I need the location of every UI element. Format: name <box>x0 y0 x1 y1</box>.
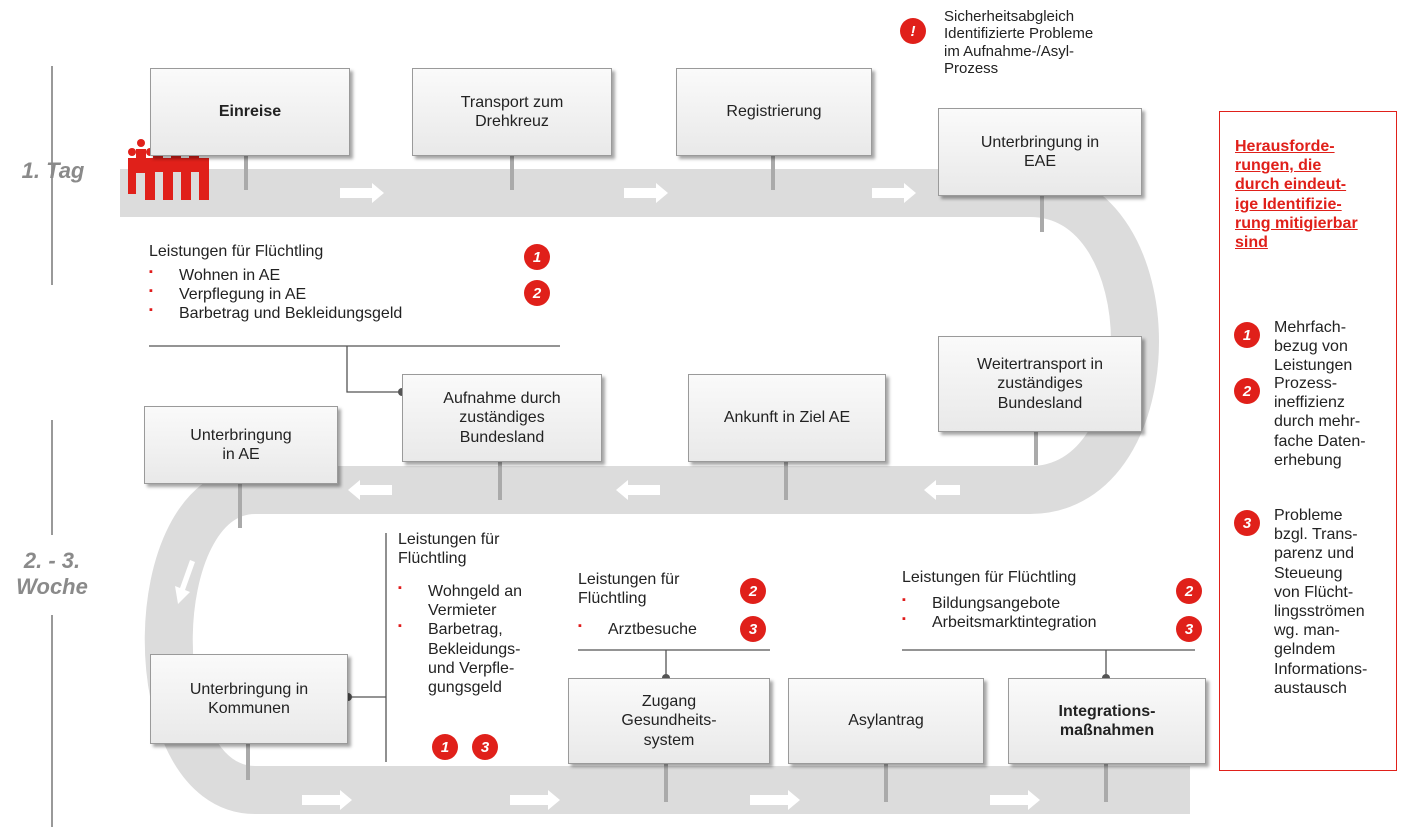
step-registrierung: Registrierung <box>676 68 872 156</box>
list-item: Wohngeld an Vermieter <box>398 582 522 620</box>
legend-item-3: Probleme bzgl. Trans- parenz und Steueun… <box>1274 507 1368 697</box>
road-arrow-left <box>924 480 960 500</box>
leistungen-integration-heading: Leistungen für Flüchtling <box>902 569 1077 586</box>
legend-item-2: Prozess- ineffizienz durch mehr- fache D… <box>1274 375 1366 469</box>
step-integration: Integrations- maßnahmen <box>1008 678 1206 764</box>
problem-1-icon: 1 <box>1234 322 1260 348</box>
leistungen-kommunen-list: Wohngeld an Vermieter Barbetrag, Bekleid… <box>398 582 522 697</box>
step-transport: Transport zum Drehkreuz <box>412 68 612 156</box>
legend-heading: Herausforde- rungen, die durch eindeut- … <box>1235 138 1358 251</box>
problem-3-icon: 3 <box>472 734 498 760</box>
step-unterbringung-eae: Unterbringung in EAE <box>938 108 1142 196</box>
day-label-first: 1. Tag <box>21 158 85 183</box>
problem-1-icon: 1 <box>524 244 550 270</box>
legend-box <box>1219 111 1397 771</box>
list-item: Barbetrag und Bekleidungsgeld <box>149 304 402 323</box>
sign-posts <box>238 155 1108 802</box>
road-arrow-right <box>990 790 1040 810</box>
leistungen-ae-heading: Leistungen für Flüchtling <box>149 243 324 260</box>
road-arrow-right <box>872 183 916 203</box>
list-item: Arbeitsmarktintegration <box>902 613 1097 632</box>
road-arrow-right <box>750 790 800 810</box>
security-warning-icon: ! <box>900 18 926 44</box>
road-arrow-diagonal <box>1063 255 1100 296</box>
road-arrow-right <box>340 183 384 203</box>
security-note: Sicherheitsabgleich Identifizierte Probl… <box>944 8 1094 77</box>
problem-2-icon: 2 <box>1234 378 1260 404</box>
problem-3-icon: 3 <box>740 616 766 642</box>
leistungen-gesundheit-heading: Leistungen für Flüchtling <box>578 571 680 608</box>
step-ankunft: Ankunft in Ziel AE <box>688 374 886 462</box>
road-arrow-diagonal <box>175 560 195 604</box>
problem-2-icon: 2 <box>1176 578 1202 604</box>
step-aufnahme: Aufnahme durch zuständiges Bundesland <box>402 374 602 462</box>
road-arrow-right <box>624 183 668 203</box>
problem-1-icon: 1 <box>432 734 458 760</box>
list-item: Bildungsangebote <box>902 594 1097 613</box>
step-asylantrag: Asylantrag <box>788 678 984 764</box>
step-unterbringung-kommunen: Unterbringung in Kommunen <box>150 654 348 744</box>
day-label-weeks: 2. - 3. Woche <box>16 548 88 600</box>
road-arrow-left <box>348 480 392 500</box>
step-einreise: Einreise <box>150 68 350 156</box>
list-item: Arztbesuche <box>578 620 697 639</box>
leistungen-kommunen-heading: Leistungen für Flüchtling <box>398 531 500 568</box>
connectors <box>149 345 1195 762</box>
step-unterbringung-ae: Unterbringung in AE <box>144 406 338 484</box>
list-item: Verpflegung in AE <box>149 285 402 304</box>
legend-item-1: Mehrfach- bezug von Leistungen <box>1274 319 1353 375</box>
road-arrow-left <box>616 480 660 500</box>
step-weitertransport: Weitertransport in zuständiges Bundeslan… <box>938 336 1142 432</box>
leistungen-ae-list: Wohnen in AE Verpflegung in AE Barbetrag… <box>149 266 402 324</box>
problem-3-icon: 3 <box>1234 510 1260 536</box>
problem-2-icon: 2 <box>740 578 766 604</box>
leistungen-gesundheit-list: Arztbesuche <box>578 620 697 639</box>
step-zugang-gesundheit: Zugang Gesundheits- system <box>568 678 770 764</box>
road-arrow-right <box>510 790 560 810</box>
list-item: Wohnen in AE <box>149 266 402 285</box>
list-item: Barbetrag, Bekleidungs- und Verpfle- gun… <box>398 620 522 697</box>
road-arrow-right <box>302 790 352 810</box>
leistungen-integration-list: Bildungsangebote Arbeitsmarktintegration <box>902 594 1097 632</box>
problem-3-icon: 3 <box>1176 616 1202 642</box>
problem-2-icon: 2 <box>524 280 550 306</box>
